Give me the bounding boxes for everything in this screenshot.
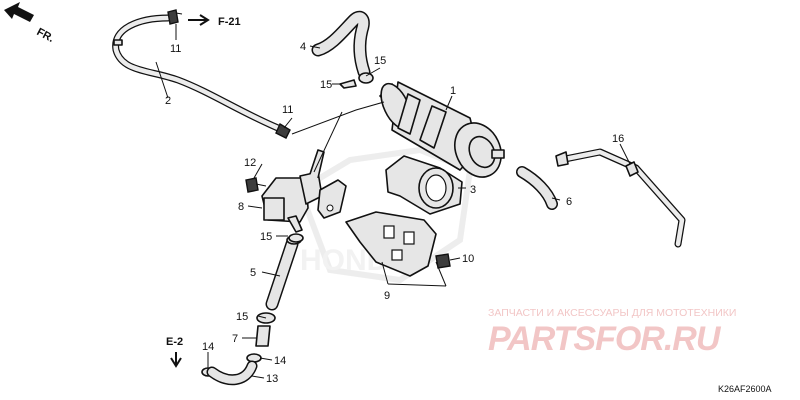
watermark-caption: ЗАПЧАСТИ И АКСЕССУАРЫ ДЛЯ МОТОТЕХНИКИ [488,307,736,319]
callout-11-mid: 11 [282,104,293,116]
callout-5: 5 [250,267,256,279]
part-5-tube [265,235,302,311]
partsfor-watermark: ЗАПЧАСТИ И АКСЕССУАРЫ ДЛЯ МОТОТЕХНИКИ PA… [488,307,736,358]
watermark-logo: PARTSFOR.RU [488,320,722,358]
callout-10: 10 [462,253,474,265]
reference-e2[interactable]: E-2 [166,336,183,368]
callout-12: 12 [244,157,256,169]
callout-15-b: 15 [320,79,332,91]
part-15-clamp-c [288,233,304,243]
callout-7: 7 [232,333,238,345]
callout-1: 1 [450,85,456,97]
front-direction-indicator: FR. [4,2,56,45]
hose-routing-line [291,101,385,135]
part-11-clip-mid [275,122,291,139]
part-13-tube [206,360,258,386]
front-direction-label: FR. [35,26,56,45]
callout-11-top: 11 [170,43,181,55]
callout-13: 13 [266,373,278,385]
callout-4: 4 [300,41,306,53]
part-16-tube [555,148,686,248]
callout-2: 2 [165,95,171,107]
callout-15-a: 15 [374,55,386,67]
reference-f21[interactable]: F-21 [188,14,241,28]
part-12-bolt [245,177,267,193]
reference-f21-label: F-21 [218,16,241,28]
part-1-evap-canister [379,81,505,178]
callout-15-d: 15 [236,311,248,323]
part-4-tube [311,10,371,79]
callout-6: 6 [566,196,572,208]
leader-lines [155,24,631,379]
callout-8: 8 [238,201,244,213]
callout-14-b: 14 [274,355,286,367]
reference-e2-label: E-2 [166,336,183,348]
part-3-canister-holder [385,155,463,215]
part-9-stay-bracket [345,211,437,277]
part-2-tube [112,14,282,132]
part-14-clip-b [246,353,262,363]
callout-3: 3 [470,184,476,196]
valve-routing-line [313,111,343,173]
part-6-tube [516,166,558,210]
callout-14-a: 14 [202,341,214,353]
front-arrow-icon [4,2,34,22]
callout-15-c: 15 [260,231,272,243]
part-11-clip-top [167,9,183,25]
callout-16: 16 [612,133,624,145]
valve-mount-bracket [317,179,347,219]
callout-9: 9 [384,290,390,302]
drawing-code: K26AF2600A [718,384,772,394]
part-8-purge-valve [261,149,325,233]
part-15-clamp-b [339,79,357,89]
part-15-clamp-a [358,72,374,84]
part-7-joint [255,325,271,347]
arrow-right-icon [188,14,210,26]
